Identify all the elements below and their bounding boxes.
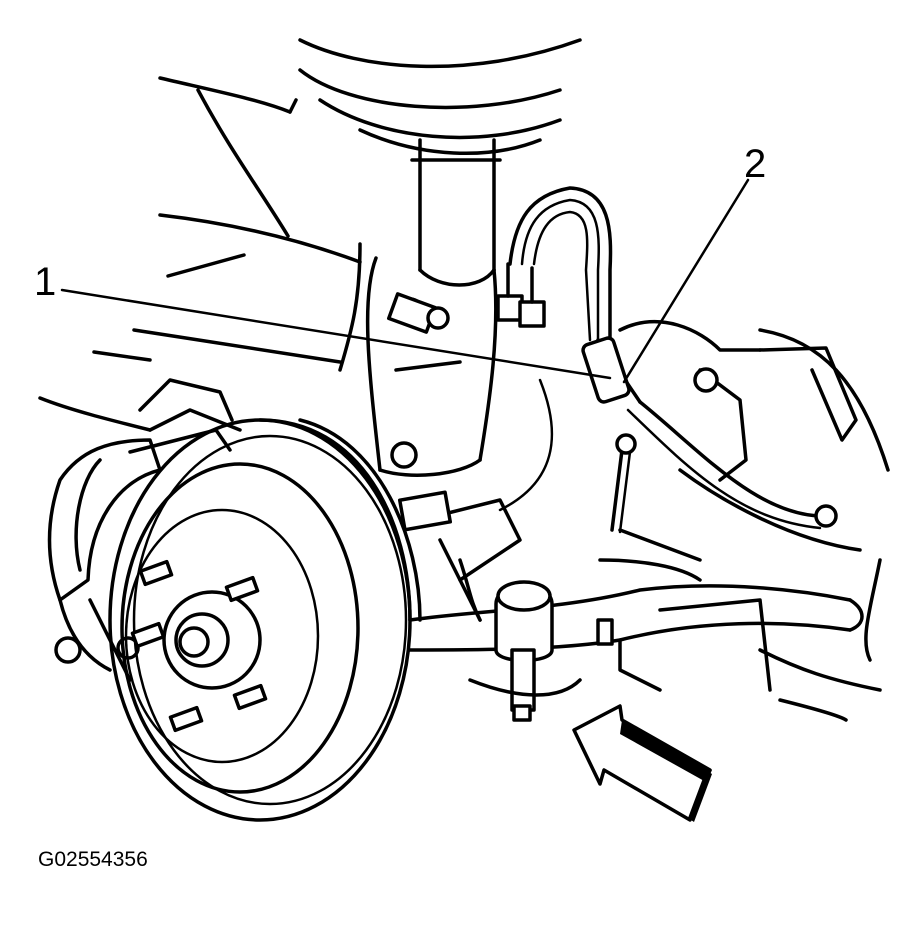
brake-hose-assembly <box>496 186 832 530</box>
frame-bracket <box>618 320 890 722</box>
coil-spring <box>298 38 582 156</box>
wheel-hub <box>130 559 268 733</box>
callout-2: 2 <box>744 142 767 186</box>
brake-rotor <box>108 418 422 822</box>
callout-1: 1 <box>34 260 57 304</box>
figure-id: G02554356 <box>38 848 148 871</box>
lower-control-arm <box>408 528 864 692</box>
strut-assembly <box>338 138 502 477</box>
arrow-indicator <box>572 704 712 822</box>
stabilizer-link <box>596 433 637 646</box>
body-panel-lines <box>38 76 362 432</box>
ball-joint <box>397 490 582 722</box>
callout-leaders <box>60 178 750 384</box>
